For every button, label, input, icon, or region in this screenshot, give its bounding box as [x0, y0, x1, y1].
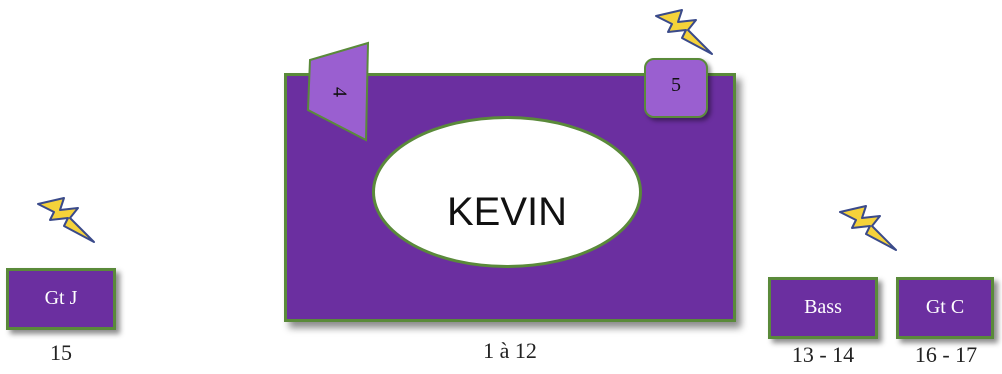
amp-gt-c-label: Gt C: [925, 296, 965, 318]
stage-channels: 1 à 12: [483, 338, 537, 363]
amp-gt-j: [6, 268, 116, 330]
monitor-5-label: 5: [671, 74, 681, 96]
amp-gt-j-channels: 15: [50, 340, 72, 365]
amp-gt-c-channels: 16 - 17: [914, 342, 978, 367]
power-bolt-icon: [655, 9, 713, 55]
monitor-4-label: 4: [328, 87, 350, 97]
amp-bass-channels: 13 - 14: [791, 342, 855, 367]
monitor-4: 4: [306, 41, 370, 142]
drum-kit-area: [372, 116, 642, 268]
amp-bass: [768, 277, 878, 339]
amp-gt-j-label: Gt J: [44, 287, 78, 309]
monitor-5: [644, 58, 708, 118]
amp-gt-c: [896, 277, 994, 339]
power-bolt-icon: [839, 205, 897, 251]
drummer-name: KEVIN: [446, 190, 568, 234]
amp-bass-label: Bass: [804, 296, 842, 318]
power-bolt-icon: [37, 197, 95, 243]
